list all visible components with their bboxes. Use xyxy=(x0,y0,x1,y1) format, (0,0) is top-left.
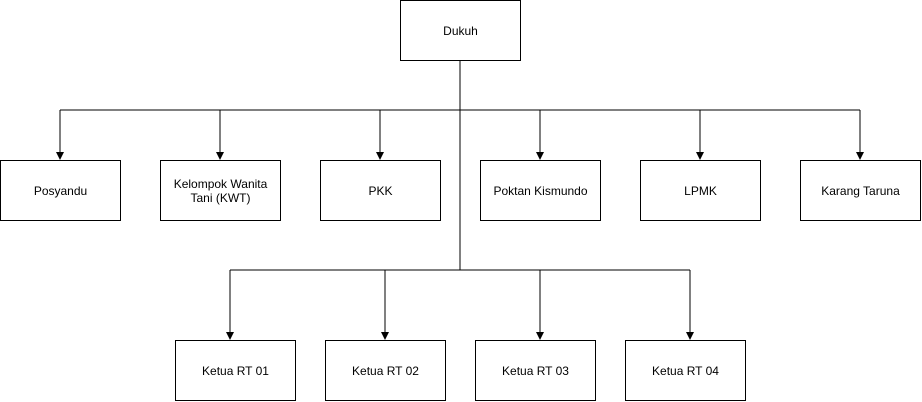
node-label: Ketua RT 01 xyxy=(202,363,269,378)
org-branch xyxy=(56,109,864,160)
node-kwt: Kelompok Wanita Tani (KWT) xyxy=(160,160,281,221)
node-ketua-rt-03: Ketua RT 03 xyxy=(475,340,596,401)
node-lpmk: LPMK xyxy=(640,160,761,221)
node-label: Poktan Kismundo xyxy=(493,183,588,198)
node-karang-taruna: Karang Taruna xyxy=(800,160,921,221)
node-label: LPMK xyxy=(684,183,717,198)
node-label: PKK xyxy=(368,183,393,198)
node-label: Kelompok Wanita Tani (KWT) xyxy=(173,176,268,205)
rt-branch xyxy=(226,269,694,340)
node-label: Ketua RT 02 xyxy=(352,363,419,378)
node-ketua-rt-04: Ketua RT 04 xyxy=(625,340,746,401)
node-posyandu: Posyandu xyxy=(0,160,121,221)
node-pkk: PKK xyxy=(320,160,441,221)
node-label: Posyandu xyxy=(33,183,88,198)
node-label: Ketua RT 03 xyxy=(502,363,569,378)
node-label: Dukuh xyxy=(443,23,478,38)
node-ketua-rt-02: Ketua RT 02 xyxy=(325,340,446,401)
node-label: Karang Taruna xyxy=(821,183,900,198)
node-dukuh: Dukuh xyxy=(400,0,521,61)
node-label: Ketua RT 04 xyxy=(652,363,719,378)
node-poktan-kismundo: Poktan Kismundo xyxy=(480,160,601,221)
node-ketua-rt-01: Ketua RT 01 xyxy=(175,340,296,401)
